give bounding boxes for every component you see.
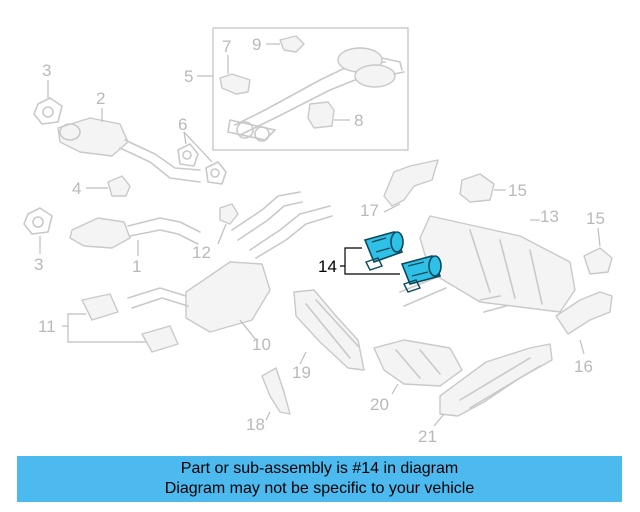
part-20-shield: [373, 339, 463, 395]
callout-11: 11: [38, 317, 56, 336]
part-2-catalytic-converter: [57, 108, 201, 183]
part-14-clamp-upper: [363, 231, 404, 271]
banner-line-1: Part or sub-assembly is #14 in diagram: [180, 460, 459, 477]
callout-5: 5: [184, 67, 193, 86]
part-15-bracket-bottom: [583, 227, 613, 275]
part-19-shield: [293, 289, 365, 371]
callout-17: 17: [360, 201, 379, 220]
exhaust-parts-diagram: 1 2 3 3 4 5 6 7 8 9 10 11 12 13 14 15 15…: [23, 27, 613, 446]
part-14-clamp-lower: [400, 255, 442, 293]
callout-4: 4: [72, 179, 81, 198]
callout-18: 18: [246, 415, 265, 434]
inset-box: [212, 27, 409, 151]
callout-15-bottom: 15: [586, 209, 605, 228]
part-15-bracket-top: [459, 173, 506, 203]
part-6-gaskets: [177, 131, 227, 185]
part-12-sensor: [217, 203, 239, 245]
callout-19: 19: [292, 363, 311, 382]
callout-2: 2: [96, 89, 105, 108]
callout-15-top: 15: [508, 181, 527, 200]
callout-13: 13: [540, 207, 559, 226]
callout-9: 9: [252, 35, 261, 54]
callout-21: 21: [418, 427, 437, 446]
banner-line-2: Diagram may not be specific to your vehi…: [164, 480, 475, 497]
part-1-front-pipe: [69, 217, 201, 256]
callout-14: 14: [318, 257, 337, 276]
info-banner: Part or sub-assembly is #14 in diagram D…: [17, 456, 622, 502]
part-17-hanger: [383, 159, 439, 213]
callout-10: 10: [252, 335, 271, 354]
callout-8: 8: [354, 111, 363, 130]
part-7-bracket: [219, 55, 251, 95]
part-4-bracket: [86, 175, 131, 197]
part-3-gasket-top: [33, 80, 63, 125]
part-9-hanger: [266, 35, 305, 53]
part-18-shield: [261, 367, 291, 421]
callout-7: 7: [222, 37, 231, 56]
callout-3-top: 3: [42, 61, 51, 80]
callout-20: 20: [370, 395, 389, 414]
callout-6: 6: [178, 115, 187, 134]
part-11-clamps: [62, 293, 179, 353]
callout-12: 12: [192, 243, 211, 262]
part-21-shield: [433, 343, 553, 427]
part-10-center-pipe: [127, 191, 333, 341]
callout-3-bottom: 3: [34, 255, 43, 274]
callout-16: 16: [574, 357, 593, 376]
part-converter-assembly: [227, 47, 405, 142]
part-8-mount: [307, 101, 350, 129]
part-16-tailpipe: [555, 291, 613, 355]
callout-1: 1: [132, 257, 141, 276]
part-3-gasket-bottom: [23, 207, 53, 254]
leader-14: [340, 247, 400, 275]
part-13-rear-muffler: [399, 215, 576, 313]
